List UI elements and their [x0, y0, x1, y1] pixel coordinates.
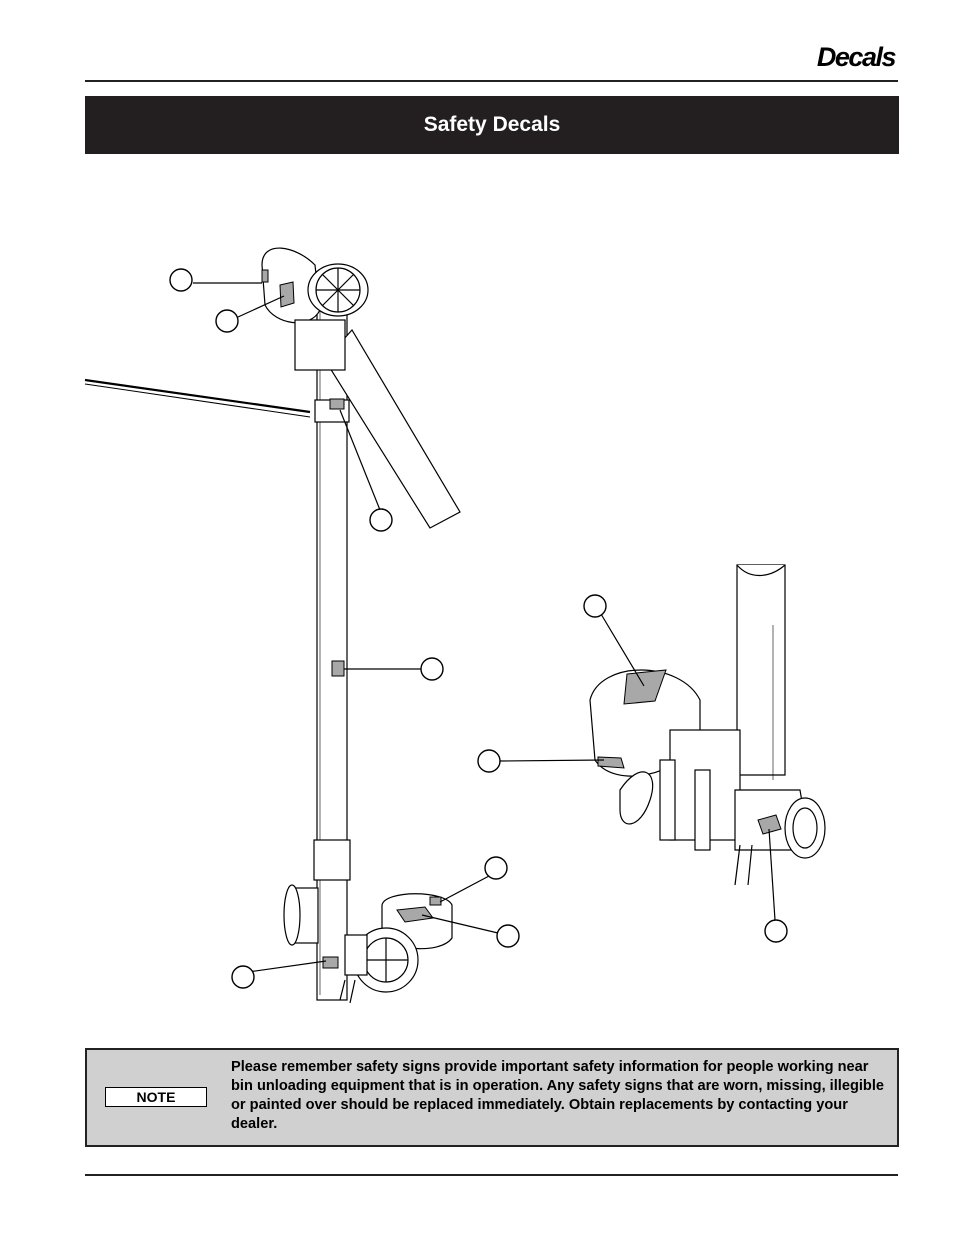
note-text: Please remember safety signs provide imp… — [231, 1059, 885, 1132]
top-pulley-wheel — [315, 267, 361, 313]
callout-leaders — [193, 282, 776, 975]
decal-upper-tube — [329, 398, 345, 410]
decal-location-diagram — [84, 247, 826, 1004]
callout-balloon — [477, 749, 501, 773]
callout-balloons — [169, 268, 788, 989]
callout-balloon — [764, 919, 788, 943]
note-label: NOTE — [105, 1087, 207, 1107]
decal-upper-face — [279, 281, 295, 308]
note-box: NOTE Please remember safety signs provid… — [85, 1048, 899, 1147]
callout-balloon — [420, 657, 444, 681]
callout-balloon — [484, 856, 508, 880]
decal-mid-tube — [331, 660, 345, 677]
decal-head-top — [623, 669, 667, 705]
callout-balloon — [215, 309, 239, 333]
header-rule — [85, 80, 898, 82]
vertical-auger-assembly — [84, 247, 461, 1004]
decal-upper-side — [261, 269, 269, 283]
callout-balloon — [496, 924, 520, 948]
decal-head-side — [597, 756, 625, 769]
callout-balloon — [169, 268, 193, 292]
page-header-title: Decals — [816, 42, 897, 72]
callout-balloon — [583, 594, 607, 618]
decal-boot-bottom — [322, 956, 339, 969]
callout-balloon — [369, 508, 393, 532]
auger-head-assembly — [589, 564, 826, 886]
section-banner-title: Safety Decals — [423, 113, 561, 136]
callout-balloon — [231, 965, 255, 989]
decal-boot-side — [429, 896, 442, 906]
decal-gearbox — [757, 814, 782, 835]
section-banner: Safety Decals — [85, 96, 899, 154]
decal-markers — [261, 269, 782, 969]
footer-rule — [85, 1174, 898, 1176]
